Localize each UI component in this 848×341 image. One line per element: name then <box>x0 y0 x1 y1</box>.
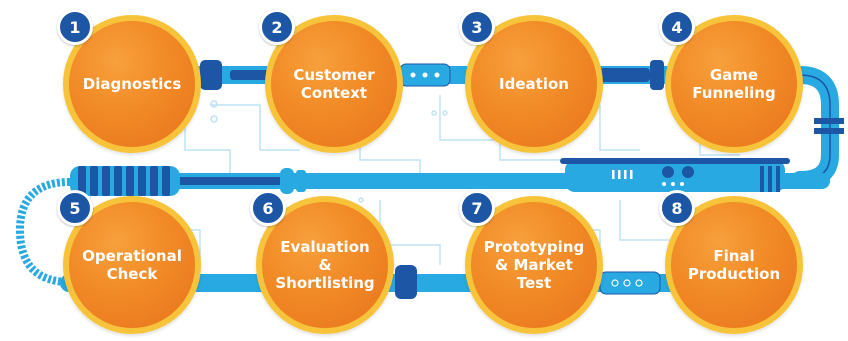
step-2: Customer Context 2 <box>259 9 409 159</box>
step-label: Final Production <box>687 247 781 283</box>
step-number-badge: 7 <box>459 190 495 226</box>
step-label: Evaluation & Shortlisting <box>275 238 375 292</box>
step-number-badge: 6 <box>250 190 286 226</box>
step-8: Final Production 8 <box>659 190 809 340</box>
step-label: Diagnostics <box>82 75 182 93</box>
step-number-badge: 4 <box>659 9 695 45</box>
step-label: Operational Check <box>82 247 182 283</box>
step-label: Ideation <box>499 75 569 93</box>
step-4: Game Funneling 4 <box>659 9 809 159</box>
step-5: Operational Check 5 <box>57 190 207 340</box>
left-coil-hose <box>15 178 71 286</box>
step-number-badge: 1 <box>57 9 93 45</box>
step-number-badge: 3 <box>459 9 495 45</box>
step-3: Ideation 3 <box>459 9 609 159</box>
step-6: Evaluation & Shortlisting 6 <box>250 190 400 340</box>
step-circle: Operational Check <box>63 196 201 334</box>
step-number-badge: 2 <box>259 9 295 45</box>
step-number-badge: 8 <box>659 190 695 226</box>
step-label: Game Funneling <box>692 66 776 102</box>
step-7: Prototyping & Market Test 7 <box>459 190 609 340</box>
step-number-badge: 5 <box>57 190 93 226</box>
middle-pipe <box>70 158 830 196</box>
step-label: Customer Context <box>293 66 375 102</box>
step-label: Prototyping & Market Test <box>483 238 585 292</box>
step-1: Diagnostics 1 <box>57 9 207 159</box>
